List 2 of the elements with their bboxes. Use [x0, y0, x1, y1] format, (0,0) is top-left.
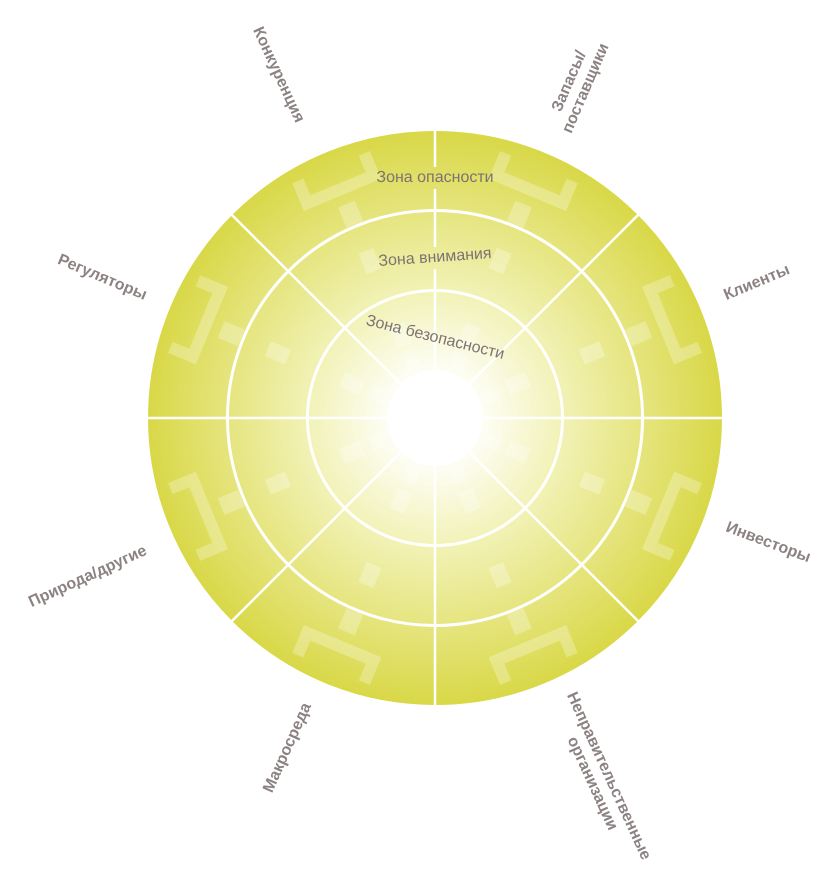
zone-label: Зона опасности — [376, 169, 494, 187]
zone-label: Зона внимания — [378, 245, 492, 271]
